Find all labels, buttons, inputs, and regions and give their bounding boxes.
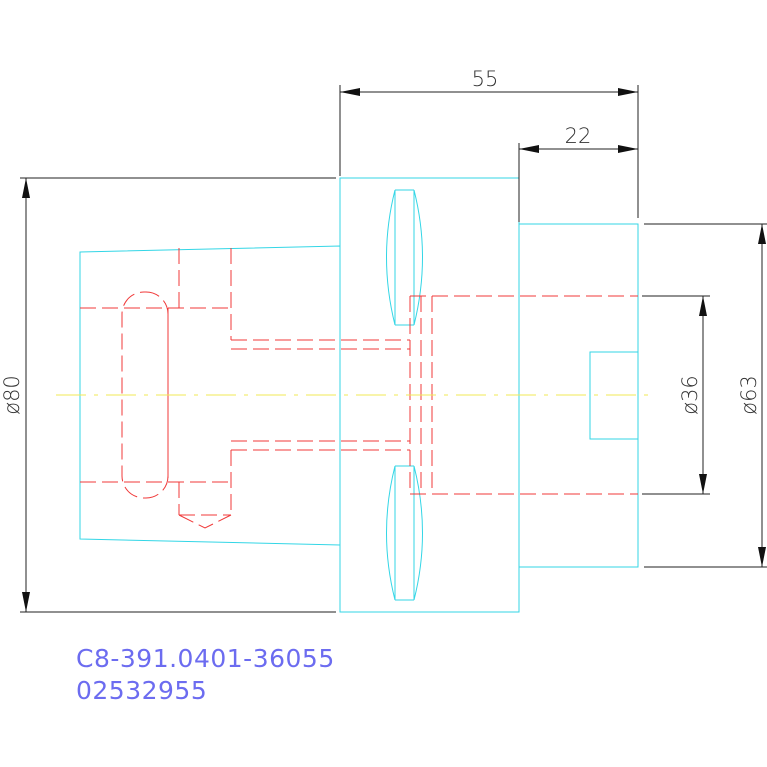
order-code: 02532955 [76,676,207,705]
dimension-dia63: ø63 [644,223,767,568]
key-slot-outline [589,351,639,440]
dimension-22: 22 [518,124,638,222]
dimension-dia63-text: ø63 [737,375,761,415]
dimension-dia36-text: ø36 [678,375,702,415]
dimension-22-text: 22 [565,124,592,148]
dimension-55: 55 [339,67,639,218]
dimension-dia80-text: ø80 [0,375,24,415]
dimension-dia36: ø36 [642,295,710,495]
part-outline [79,177,639,613]
lower-slot [386,465,423,601]
dimension-55-text: 55 [472,67,499,91]
hidden-lines [80,248,638,529]
dimension-dia80: ø80 [0,177,336,613]
part-number: C8-391.0401-36055 [76,644,335,673]
upper-slot [386,189,423,326]
